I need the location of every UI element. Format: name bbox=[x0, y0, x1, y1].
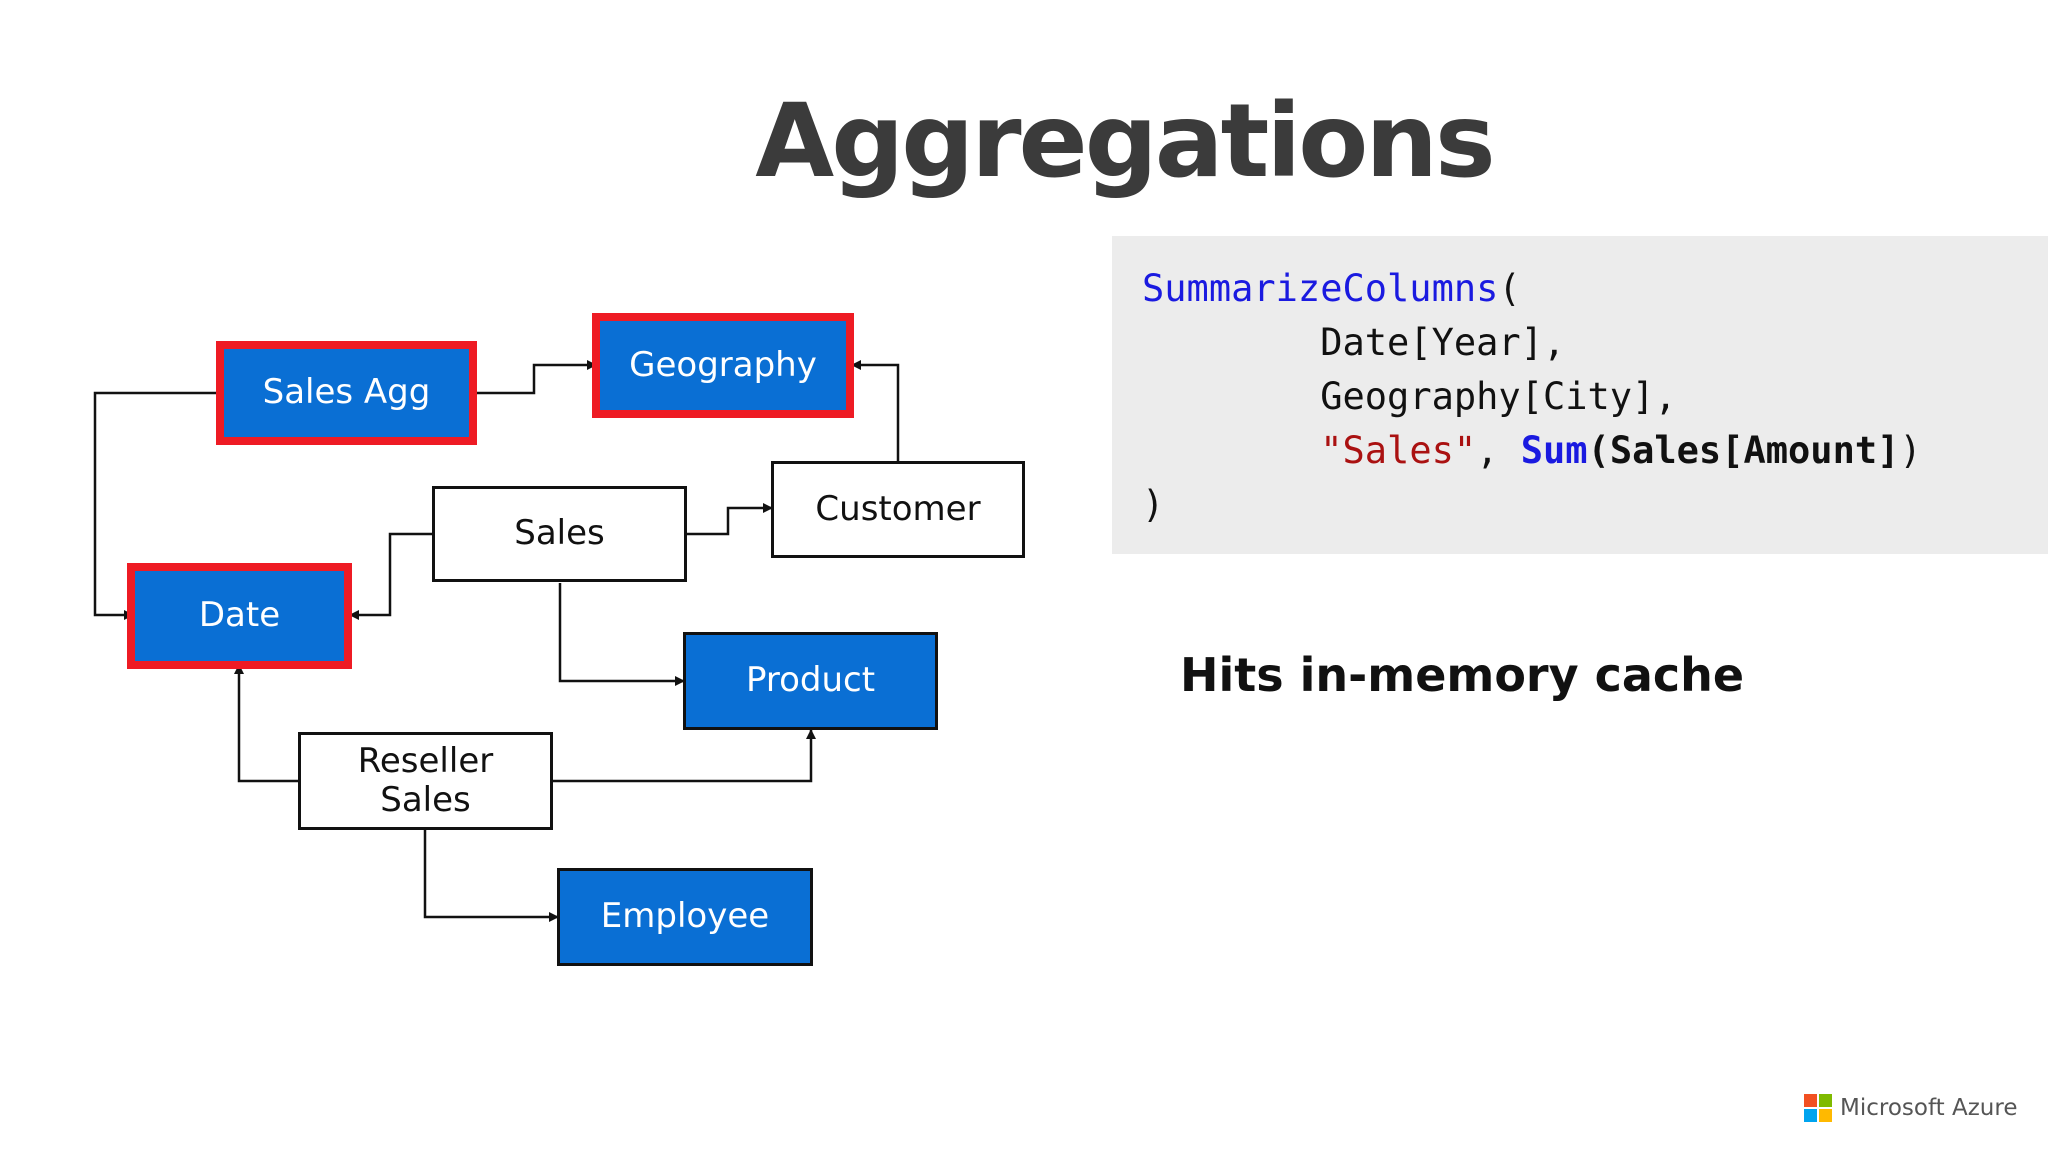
node-label: Date bbox=[198, 595, 281, 636]
edge-reseller-product bbox=[552, 729, 816, 783]
node-sales-agg: Sales Agg bbox=[216, 341, 477, 445]
node-reseller-sales: Reseller Sales bbox=[298, 732, 553, 830]
edge-reseller-employee bbox=[423, 829, 559, 922]
code-arg-date-year: Date[Year], bbox=[1320, 321, 1566, 364]
code-sum-arg: Sales[Amount] bbox=[1609, 429, 1900, 472]
edge-reseller-date bbox=[234, 664, 299, 783]
code-function-name: SummarizeColumns bbox=[1142, 267, 1499, 310]
code-close-paren: ) bbox=[1142, 483, 1165, 526]
node-label: Geography bbox=[629, 344, 817, 385]
code-panel bbox=[1112, 236, 2048, 554]
node-geography: Geography bbox=[592, 313, 854, 418]
node-sales: Sales bbox=[432, 486, 687, 582]
edge-sales-date bbox=[349, 532, 433, 620]
dax-code-block: SummarizeColumns( Date[Year], Geography[… bbox=[1142, 262, 1922, 532]
edge-salesagg-geography bbox=[476, 360, 597, 395]
slide-title: Aggregations bbox=[755, 82, 1495, 201]
microsoft-azure-logo: Microsoft Azure bbox=[1804, 1094, 2017, 1122]
edge-sales-customer bbox=[687, 503, 773, 536]
windows-logo-icon bbox=[1804, 1094, 1832, 1122]
edge-sales-product bbox=[558, 583, 685, 686]
code-open-paren: ( bbox=[1498, 267, 1521, 310]
node-label-line2: Sales bbox=[380, 780, 471, 820]
code-sum-close: ) bbox=[1899, 429, 1922, 472]
edge-customer-geography bbox=[851, 360, 900, 461]
node-label: Sales bbox=[514, 513, 605, 554]
code-arg-geography-city: Geography[City], bbox=[1320, 375, 1677, 418]
node-employee: Employee bbox=[557, 868, 813, 966]
code-sum-open: ( bbox=[1587, 429, 1610, 472]
logo-text: Microsoft Azure bbox=[1840, 1095, 2018, 1121]
node-date: Date bbox=[127, 563, 352, 669]
node-label: Product bbox=[745, 660, 876, 701]
node-label: Employee bbox=[600, 896, 770, 937]
edge-salesagg-date bbox=[93, 391, 218, 620]
node-label: Sales Agg bbox=[262, 372, 431, 413]
node-customer: Customer bbox=[771, 461, 1025, 558]
cache-note: Hits in-memory cache bbox=[1180, 648, 1745, 702]
code-sum-function: Sum bbox=[1520, 429, 1588, 472]
code-string-sales: "Sales" bbox=[1320, 429, 1477, 472]
node-label: Customer bbox=[815, 488, 981, 529]
node-label-line1: Reseller bbox=[357, 740, 494, 781]
node-product: Product bbox=[683, 632, 938, 730]
code-comma: , bbox=[1476, 429, 1521, 472]
